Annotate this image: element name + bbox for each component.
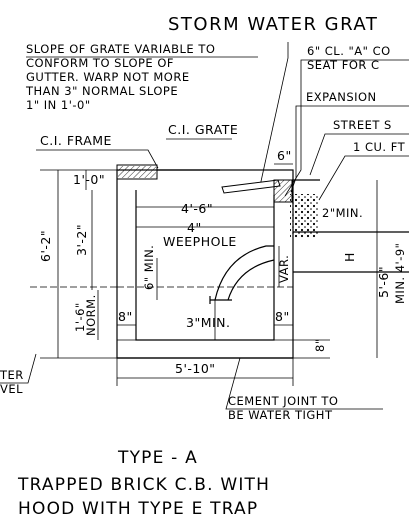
drawing-title: STORM WATER GRAT xyxy=(168,14,378,35)
frame-label: C.I. FRAME xyxy=(40,133,112,148)
cement-note-line-1: CEMENT JOINT TO xyxy=(228,394,338,408)
street-note: STREET S xyxy=(333,118,392,132)
type-label: TYPE - A xyxy=(117,448,198,468)
slope-leader xyxy=(259,42,289,187)
dim-8-right: 8" xyxy=(275,309,290,324)
dim-8-left: 8" xyxy=(118,309,133,324)
slope-note-line-3: GUTTER. WARP NOT MORE xyxy=(26,70,190,84)
dim-min-4-9: MIN. 4'-9" xyxy=(393,243,407,304)
dim-8-bottom: 8" xyxy=(313,338,327,352)
hood-bottom xyxy=(227,259,275,301)
expansion-note: EXPANSION xyxy=(306,90,377,104)
curb-seat xyxy=(273,179,293,203)
dim-2min: 2"MIN. xyxy=(322,206,363,220)
cement-leader xyxy=(225,357,383,410)
cement-note-line-2: BE WATER TIGHT xyxy=(228,408,333,422)
cu-ft-note: 1 CU. FT xyxy=(353,140,406,154)
hood-top xyxy=(214,245,274,301)
dim-3min: 3"MIN. xyxy=(186,315,231,330)
dim-5-10: 5'-10" xyxy=(175,361,216,376)
slope-note-line-1: SLOPE OF GRATE VARIABLE TO xyxy=(26,42,215,56)
dim-4-6: 4'-6" xyxy=(181,201,213,216)
slope-note-line-2: CONFORM TO SLOPE OF xyxy=(26,56,174,70)
description-line-2: HOOD WITH TYPE E TRAP xyxy=(18,499,258,519)
curb-note-line-2: SEAT FOR C xyxy=(307,58,380,72)
weephole-dim: 4" xyxy=(187,220,202,235)
grate-label: C.I. GRATE xyxy=(168,122,238,137)
dim-5-6: 5'-6" xyxy=(376,266,391,298)
frame-hatch xyxy=(118,166,156,178)
cu-ft-leader xyxy=(318,155,409,201)
weephole-label: WEEPHOLE xyxy=(163,234,237,249)
description-line-1: TRAPPED BRICK C.B. WITH xyxy=(17,475,270,495)
cast-iron-grate xyxy=(221,179,281,194)
water-level-leader xyxy=(0,353,37,384)
dim-var: VAR. xyxy=(277,255,291,283)
street-leader xyxy=(309,133,409,176)
water-level-label-1: TER xyxy=(0,368,24,382)
curb-note-line-1: 6" CL. "A" CO xyxy=(307,44,391,58)
dim-6-2: 6'-2" xyxy=(38,230,53,262)
dim-1-0: 1'-0" xyxy=(73,172,105,187)
dim-1-6: 1'-6" xyxy=(73,302,87,332)
dim-norm: NORM. xyxy=(84,294,98,336)
stone-bedding xyxy=(290,194,318,238)
water-level-label-2: VEL xyxy=(0,382,23,396)
dim-6min: 6" MIN. xyxy=(142,245,156,290)
slope-note-line-4: THAN 3" NORMAL SLOPE xyxy=(25,84,178,98)
cast-iron-frame xyxy=(116,164,158,180)
slope-note-line-5: 1" IN 1'-0" xyxy=(26,98,91,112)
dim-6in-top: 6" xyxy=(277,148,292,163)
dim-3-2: 3'-2" xyxy=(74,224,89,256)
dim-h: H xyxy=(342,252,357,262)
frame-leader xyxy=(36,149,159,169)
